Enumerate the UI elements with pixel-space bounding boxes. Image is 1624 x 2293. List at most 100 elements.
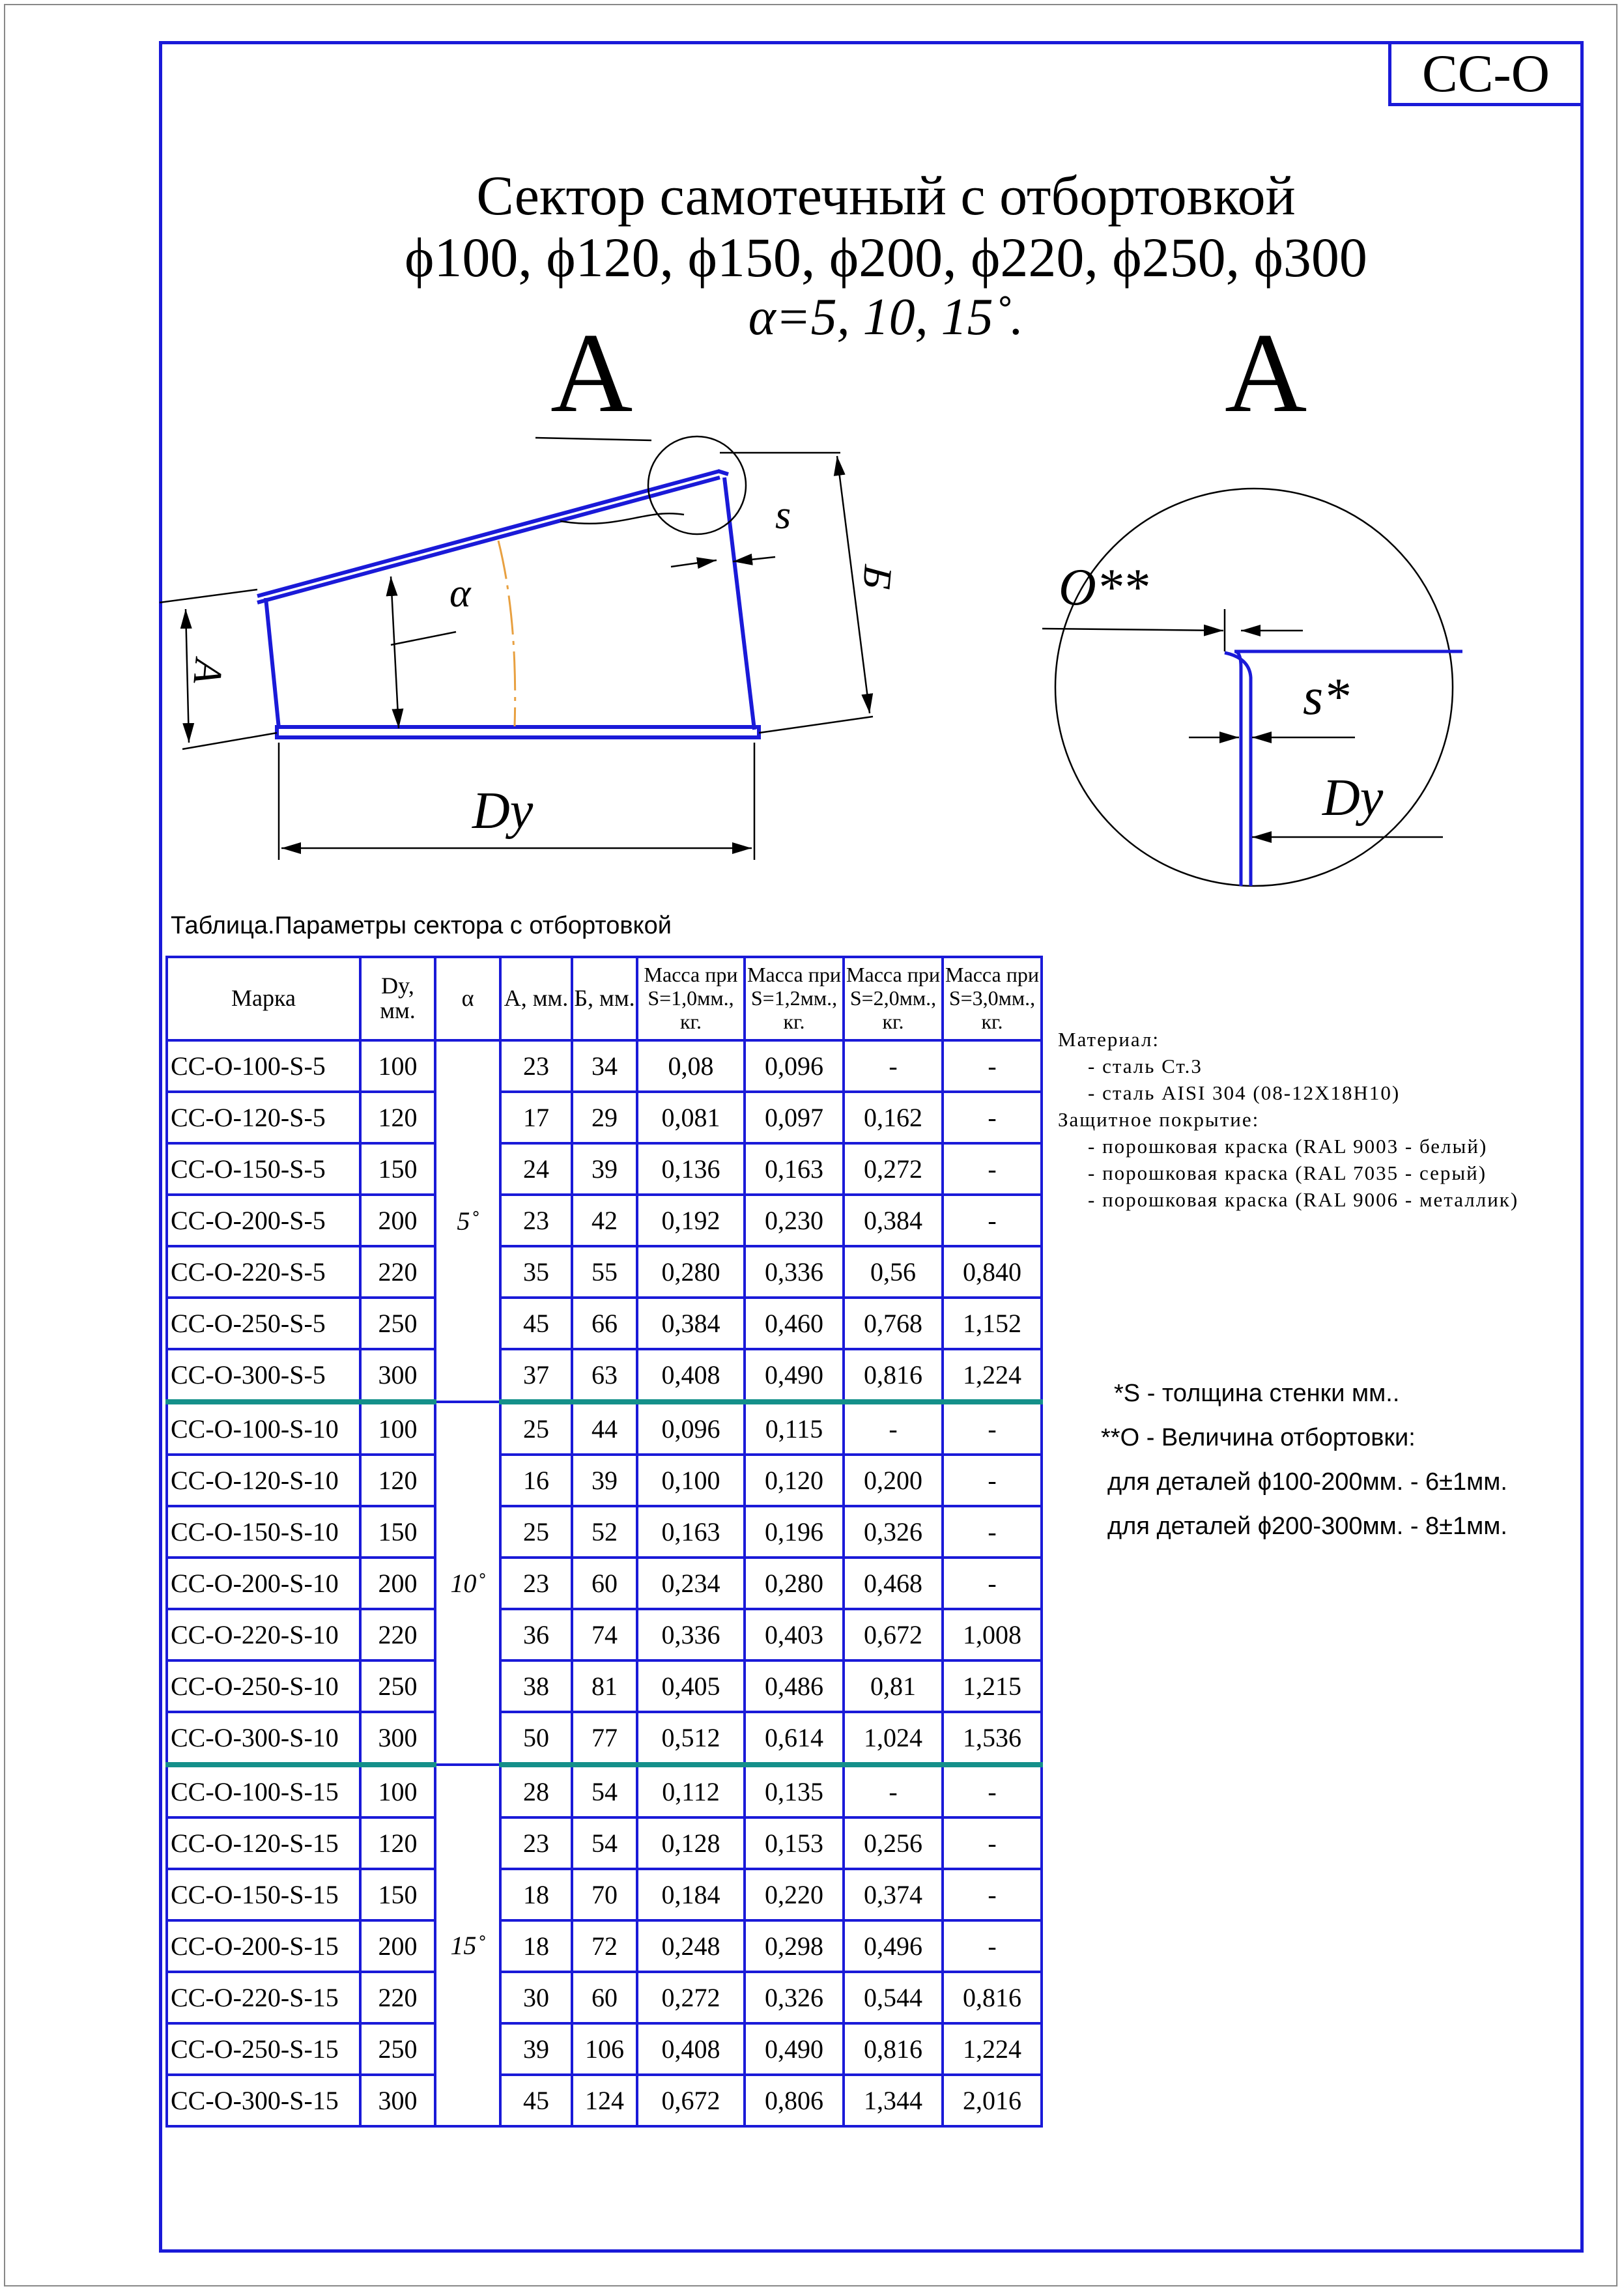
cell-mass-1-2: 0,806 (743, 2073, 845, 2128)
cell-b: 81 (571, 1659, 638, 1713)
cell-mass-2: 0,816 (842, 2022, 944, 2076)
cell-mark: СС-О-220-S-5 (165, 1245, 362, 1299)
cell-a: 39 (499, 2022, 573, 2076)
cell-b: 60 (571, 1971, 638, 2025)
cell-a: 23 (499, 1556, 573, 1610)
cell-mass-1: 0,512 (636, 1711, 746, 1767)
table-caption: Таблица.Параметры сектора с отбортовкой (171, 912, 672, 939)
cell-mass-3: 1,215 (941, 1659, 1043, 1713)
cell-mass-1: 0,672 (636, 2073, 746, 2128)
cell-mass-3: - (941, 1919, 1043, 1973)
parameters-table: Марка Dy, мм. α А, мм. Б, мм. Масса при … (165, 956, 1043, 2128)
header-mass-2: Масса при S=2,0мм., кг. (842, 956, 944, 1042)
cell-mark: СС-О-100-S-15 (165, 1763, 362, 1819)
cell-mass-1: 0,336 (636, 1608, 746, 1662)
sector-outline (257, 469, 761, 739)
cell-mass-2: 0,200 (842, 1453, 944, 1507)
dim-o-label: O** (1059, 559, 1148, 616)
cell-mass-1: 0,248 (636, 1919, 746, 1973)
cell-b: 74 (571, 1608, 638, 1662)
cell-dy: 100 (359, 1763, 436, 1819)
cell-a: 28 (499, 1763, 573, 1819)
cell-mass-1-2: 0,298 (743, 1919, 845, 1973)
cell-a: 17 (499, 1090, 573, 1145)
cell-dy: 100 (359, 1401, 436, 1456)
cell-mark: СС-О-250-S-10 (165, 1659, 362, 1713)
cell-mass-3: 1,152 (941, 1296, 1043, 1350)
cell-mark: СС-О-200-S-15 (165, 1919, 362, 1973)
dim-b-label: Б (853, 563, 900, 591)
footnote-o-line-2: для деталей ϕ200-300мм. - 8±1мм. (1107, 1513, 1507, 1540)
footnotes: *S - толщина стенки мм.. **О - Величина … (1101, 1371, 1507, 1548)
cell-mass-1-2: 0,614 (743, 1711, 845, 1767)
dim-s-star-label: s* (1303, 668, 1350, 726)
cell-mark: СС-О-300-S-10 (165, 1711, 362, 1767)
cell-mass-1: 0,405 (636, 1659, 746, 1713)
cell-a: 23 (499, 1816, 573, 1870)
dim-a-label: А (184, 657, 231, 686)
cell-mass-3: - (941, 1090, 1043, 1145)
cell-dy: 200 (359, 1556, 436, 1610)
cell-mark: СС-О-250-S-15 (165, 2022, 362, 2076)
cell-mass-1: 0,100 (636, 1453, 746, 1507)
title-line-2: ϕ100, ϕ120, ϕ150, ϕ200, ϕ220, ϕ250, ϕ300 (405, 226, 1367, 289)
cell-dy: 220 (359, 1971, 436, 2025)
cell-mass-1: 0,136 (636, 1142, 746, 1196)
cell-mass-2: 0,384 (842, 1193, 944, 1247)
cell-dy: 300 (359, 1711, 436, 1767)
cell-mass-1: 0,112 (636, 1763, 746, 1819)
dimension-lines (159, 436, 874, 860)
cell-mass-1-2: 0,097 (743, 1090, 845, 1145)
cell-b: 52 (571, 1505, 638, 1559)
cell-a: 35 (499, 1245, 573, 1299)
cell-a: 23 (499, 1039, 573, 1093)
cell-mass-1-2: 0,486 (743, 1659, 845, 1713)
drawing-frame (159, 41, 1584, 2253)
coating-item: - порошковая краска (RAL 9003 - белый) (1088, 1135, 1488, 1158)
cell-mass-1-2: 0,096 (743, 1039, 845, 1093)
cell-mass-3: - (941, 1868, 1043, 1922)
header-a: А, мм. (499, 956, 573, 1042)
cell-mass-1: 0,163 (636, 1505, 746, 1559)
cell-a: 16 (499, 1453, 573, 1507)
header-mass-1-2: Масса при S=1,2мм., кг. (743, 956, 845, 1042)
cell-mass-3: 1,224 (941, 2022, 1043, 2076)
cell-a: 25 (499, 1401, 573, 1456)
cell-mass-1: 0,234 (636, 1556, 746, 1610)
cell-b: 54 (571, 1763, 638, 1819)
cell-mass-2: 1,344 (842, 2073, 944, 2128)
cell-mass-2: 0,768 (842, 1296, 944, 1350)
technical-drawing (159, 435, 1462, 887)
cell-mass-2: - (842, 1401, 944, 1456)
view-letter-left: А (550, 309, 633, 436)
cell-mass-1-2: 0,153 (743, 1816, 845, 1870)
header-mass-3: Масса при S=3,0мм., кг. (941, 956, 1043, 1042)
cell-b: 63 (571, 1348, 638, 1404)
view-letter-right: А (1225, 309, 1307, 436)
cell-b: 70 (571, 1868, 638, 1922)
cell-b: 39 (571, 1142, 638, 1196)
cell-a: 24 (499, 1142, 573, 1196)
cell-mark: СС-О-300-S-15 (165, 2073, 362, 2128)
cell-dy: 100 (359, 1039, 436, 1093)
cell-mass-3: - (941, 1505, 1043, 1559)
cell-b: 60 (571, 1556, 638, 1610)
cell-mass-1: 0,408 (636, 2022, 746, 2076)
cell-mark: СС-О-300-S-5 (165, 1348, 362, 1404)
header-b: Б, мм. (571, 956, 638, 1042)
dim-s-label: s (775, 493, 791, 537)
cell-mark: СС-О-200-S-10 (165, 1556, 362, 1610)
cell-mass-1: 0,280 (636, 1245, 746, 1299)
cell-mass-2: 0,162 (842, 1090, 944, 1145)
